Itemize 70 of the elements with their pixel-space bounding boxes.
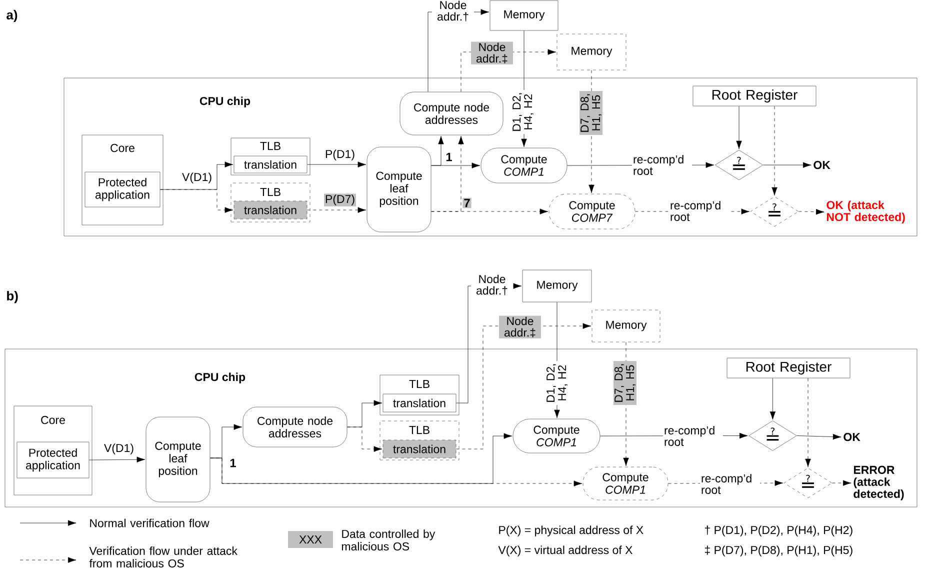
memory-box: Memory <box>490 0 558 31</box>
translation-box: translation <box>234 200 308 220</box>
arrow <box>796 434 842 440</box>
edge-label: Node addr.† <box>471 274 513 296</box>
arrow <box>210 433 512 484</box>
edge-label: Node addr.† <box>432 0 474 22</box>
edge-label: V(D1) <box>102 442 136 456</box>
arrow <box>805 378 811 468</box>
arrow <box>772 106 778 196</box>
note-text: ‡ P(D7), P(D8), P(H1), P(H5) <box>704 546 852 556</box>
translation-box: translation <box>382 440 456 458</box>
legend-text: Verification flow under attack from malicious OS <box>89 546 238 568</box>
edge-label: 1 <box>228 458 238 468</box>
edge-label: Node addr.‡ <box>499 316 541 338</box>
arrow <box>832 480 852 486</box>
edge-label: re-comp’d root <box>632 154 692 176</box>
application-box: Protected application <box>16 442 90 478</box>
arrow <box>307 162 366 168</box>
arrow <box>307 207 366 213</box>
edge-label: re-comp’d root <box>700 473 760 495</box>
edge-label: re-comp’d root <box>669 200 729 222</box>
panel-label: b) <box>7 290 18 304</box>
legend-text: Data controlled by malicious OS <box>342 530 436 550</box>
edge-label: D1, D2, H4, H2 <box>512 90 534 134</box>
translation-box: translation <box>382 394 456 412</box>
arrow <box>736 106 742 150</box>
memory-box: Memory <box>522 270 592 302</box>
process-box: Compute leaf position <box>366 146 432 232</box>
edge-label: D1, D2, H4, H2 <box>546 361 568 405</box>
panel-label: a) <box>6 10 18 22</box>
note-text: P(X) = physical address of X <box>499 526 644 536</box>
application-box: Protected application <box>84 172 160 208</box>
edge-label: 7 <box>462 198 472 208</box>
edge-label: P(D1) <box>324 148 356 162</box>
arrow <box>456 323 592 450</box>
translation-box: translation <box>234 156 308 174</box>
edge-label: V(D1) <box>181 172 214 184</box>
note-text: V(X) = virtual address of X <box>498 546 632 556</box>
note-text: † P(D1), P(D2), P(H4), P(H2) <box>704 526 852 536</box>
arrow <box>431 162 480 168</box>
process-box: Compute COMP1 <box>512 418 600 454</box>
edge-label: re-comp’d root <box>663 425 723 447</box>
arrow <box>798 208 824 215</box>
register-box: Root Register <box>726 358 850 378</box>
process-box: Compute COMP1 <box>582 466 668 500</box>
arrow <box>431 208 548 214</box>
legend-text: Normal verification flow <box>90 518 210 528</box>
process-box: Compute node addresses <box>400 92 504 136</box>
result-text: ERROR (attack detected) <box>854 466 904 500</box>
arrow <box>763 162 812 168</box>
memory-box: Memory <box>556 34 626 70</box>
arrow <box>770 378 776 420</box>
process-box: Compute COMP7 <box>548 194 636 230</box>
edge-label: D7, D8, H1, H5 <box>580 91 602 135</box>
process-box: Compute leaf position <box>146 416 210 502</box>
arrow <box>160 162 234 190</box>
arrow <box>89 456 146 462</box>
result-text: OK (attack NOT detected) <box>826 200 905 224</box>
arrow <box>347 400 382 428</box>
edge-label: 1 <box>444 152 454 162</box>
edge-label: D7, D8, H1, H5 <box>614 361 636 405</box>
swatch-label: XXX <box>299 536 322 544</box>
process-box: Compute COMP1 <box>480 148 568 184</box>
edge-label: P(D7) <box>324 194 356 206</box>
result-text: OK <box>814 160 830 170</box>
register-box: Root Register <box>692 86 816 106</box>
result-text: OK <box>844 432 860 442</box>
edge-label: Node addr.‡ <box>471 42 513 64</box>
process-box: Compute node addresses <box>242 406 348 448</box>
memory-box: Memory <box>592 310 660 342</box>
